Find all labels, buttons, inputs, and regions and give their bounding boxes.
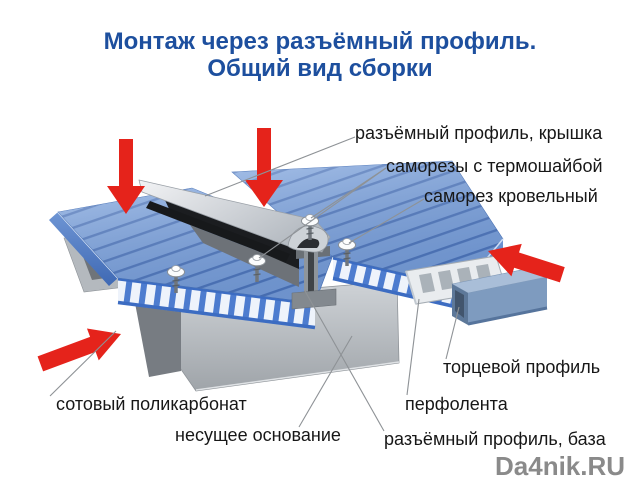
label-end-profile: торцевой профиль (443, 357, 601, 377)
label-perf-tape: перфолента (405, 394, 508, 414)
thermo-screw (338, 238, 356, 266)
leader-line (258, 167, 387, 259)
title-line-2: Общий вид сборки (207, 55, 433, 82)
press-arrows (37, 128, 565, 372)
leader-line (204, 136, 356, 197)
leader-line (304, 290, 385, 432)
label-roof-screw: саморез кровельный (424, 186, 598, 206)
polycarbonate-panel-right (231, 160, 504, 311)
thermo-screw (167, 265, 185, 293)
watermark: Da4nik.RU (495, 451, 626, 481)
leader-line (406, 298, 420, 396)
label-base-support: несущее основание (175, 425, 341, 445)
leader-line (49, 330, 117, 397)
press-arrow-inward-right-icon (488, 243, 565, 283)
press-arrow-down-left-icon (107, 139, 145, 214)
leader-line (298, 335, 353, 428)
press-arrow-inward-left-icon (37, 328, 121, 372)
title-line-1: Монтаж через разъёмный профиль. (103, 28, 537, 55)
leader-line (445, 306, 460, 360)
leader-line (348, 198, 425, 244)
thermo-screw (248, 254, 266, 282)
press-arrow-down-center-icon (245, 128, 283, 207)
label-thermo-screws: саморезы с термошайбой (386, 156, 603, 176)
label-cap: разъёмный профиль, крышка (355, 123, 603, 143)
polycarbonate-panel-left (49, 187, 337, 330)
screws (167, 214, 356, 293)
end-profile-piece (451, 267, 548, 326)
page-title: Монтаж через разъёмный профиль. Общий ви… (0, 28, 640, 82)
leader-lines (49, 136, 460, 432)
label-polycarbonate: сотовый поликарбонат (56, 394, 247, 414)
label-base-profile: разъёмный профиль, база (384, 429, 606, 449)
split-profile-cap-part (138, 179, 331, 262)
